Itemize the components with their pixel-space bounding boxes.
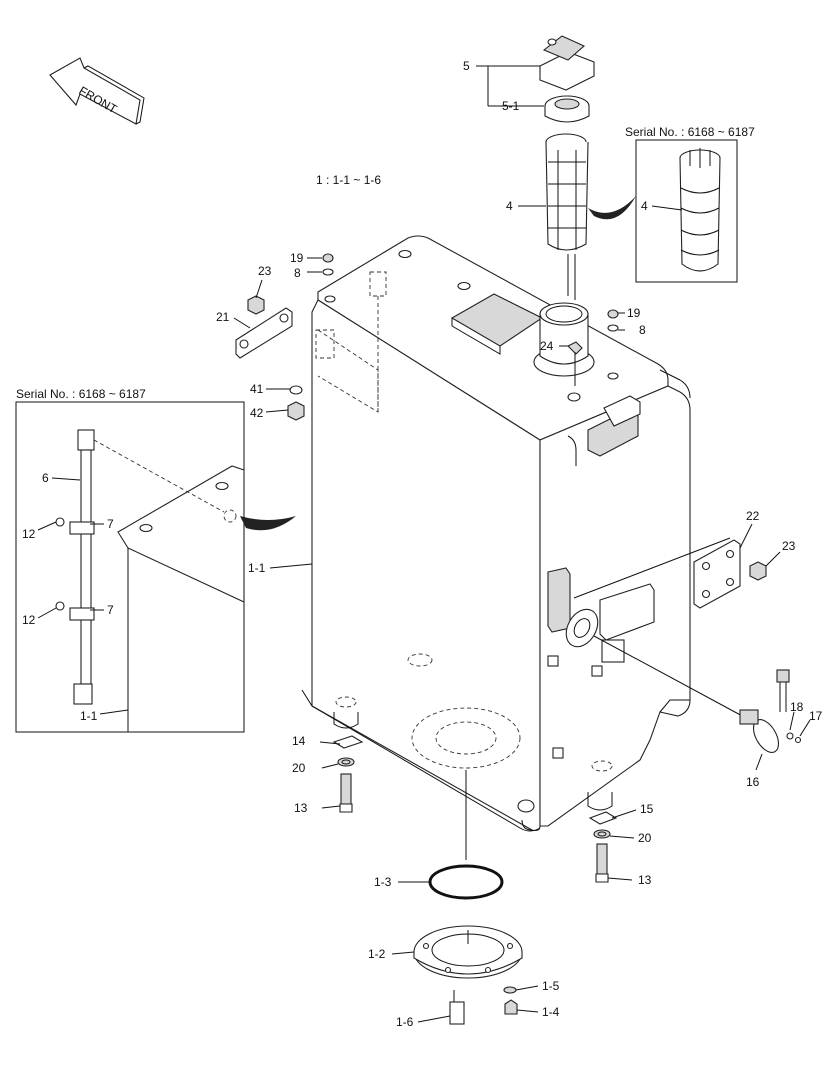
hydraulic-tank (301, 235, 691, 832)
callout-1-5: 1-5 (542, 979, 560, 993)
callout-4-inset: 4 (641, 199, 648, 213)
callout-labels: 5 5-1 4 4 19 8 23 21 19 8 24 41 42 6 7 1… (22, 59, 823, 1029)
callout-18: 18 (790, 700, 804, 714)
callout-22: 22 (746, 509, 760, 523)
callout-13-left: 13 (294, 801, 308, 815)
assembly-note: 1 : 1-1 ~ 1-6 (316, 173, 381, 187)
callout-5: 5 (463, 59, 470, 73)
callout-19-left: 19 (290, 251, 304, 265)
inset-serial-left: Serial No. : 6168 ~ 6187 (16, 387, 146, 401)
callout-12-lower: 12 (22, 613, 36, 627)
callout-4: 4 (506, 199, 513, 213)
inset-level-gauge: Serial No. : 6168 ~ 6187 (15, 387, 296, 733)
leader-lines (37, 65, 811, 1023)
callout-7-lower: 7 (107, 603, 114, 617)
callout-12-upper: 12 (22, 527, 36, 541)
callout-41: 41 (250, 382, 264, 396)
breather-assembly (539, 35, 595, 300)
callout-1-3: 1-3 (374, 875, 392, 889)
callout-8-left: 8 (294, 266, 301, 280)
callout-20-left: 20 (292, 761, 306, 775)
callout-1-6: 1-6 (396, 1015, 414, 1029)
mount-hardware (332, 735, 618, 883)
callout-16: 16 (746, 775, 760, 789)
callout-13-right: 13 (638, 873, 652, 887)
callout-23-right: 23 (782, 539, 796, 553)
callout-20-right: 20 (638, 831, 652, 845)
callout-17: 17 (809, 709, 823, 723)
inset-strainer: Serial No. : 6168 ~ 6187 (588, 125, 755, 283)
callout-14: 14 (292, 734, 306, 748)
callout-1-4: 1-4 (542, 1005, 560, 1019)
callout-1-2: 1-2 (368, 947, 386, 961)
callout-24: 24 (540, 339, 554, 353)
callout-19-right: 19 (627, 306, 641, 320)
front-arrow-icon: FRONT (49, 57, 145, 125)
callout-5-1: 5-1 (502, 99, 520, 113)
callout-42: 42 (250, 406, 264, 420)
callout-7-upper: 7 (107, 517, 114, 531)
callout-15: 15 (640, 802, 654, 816)
callout-23-left: 23 (258, 264, 272, 278)
callout-6: 6 (42, 471, 49, 485)
callout-8-right: 8 (639, 323, 646, 337)
drain-cover (413, 770, 523, 1025)
left-fittings (235, 253, 619, 421)
right-fittings (573, 537, 802, 753)
callout-21: 21 (216, 310, 230, 324)
inset-serial-top-right: Serial No. : 6168 ~ 6187 (625, 125, 755, 139)
callout-1-1: 1-1 (248, 561, 266, 575)
callout-1-1-inset: 1-1 (80, 709, 98, 723)
